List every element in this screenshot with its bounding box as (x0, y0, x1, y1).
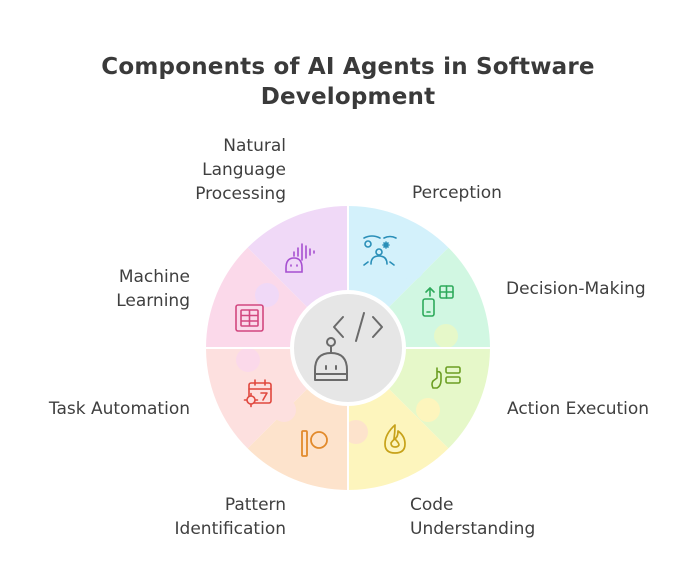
knob-nlp-to-ml (255, 283, 279, 307)
calendar-gear-icon (243, 379, 272, 408)
knob-ml-to-task (236, 348, 260, 372)
grid-table-icon (235, 304, 264, 332)
device-grid-icon (422, 285, 454, 317)
code-robot-icon (314, 312, 383, 381)
puzzle-pieces (206, 206, 490, 490)
fire-icon (384, 424, 406, 454)
label-decision-making: Decision-Making (506, 279, 646, 299)
piece-pattern-identification (247, 385, 348, 490)
knob-pattern-to-code (344, 420, 368, 444)
piece-action-execution (385, 348, 490, 449)
knob-perception-to-decision (400, 256, 424, 280)
robot-voice-icon (285, 243, 315, 273)
label-code-understanding: Code Understanding (410, 495, 536, 539)
label-action-execution: Action Execution (507, 399, 650, 419)
patreon-icon (301, 430, 328, 457)
piece-decision-making (385, 247, 490, 348)
label-task-automation: Task Automation (48, 399, 190, 419)
label-pattern-identification: Pattern Identification (174, 495, 286, 539)
page-title: Components of AI Agents in Software (101, 54, 595, 80)
label-perception: Perception (412, 183, 502, 203)
knob-code-to-action (416, 398, 440, 422)
knob-task-to-pattern (272, 398, 296, 422)
perception-sensor-icon (363, 235, 397, 266)
piece-code-understanding (348, 385, 449, 490)
piece-perception (348, 206, 449, 311)
label-natural-language-processing: Natural Language Processing (195, 136, 286, 204)
center-hub-inner (294, 294, 402, 402)
piece-task-automation (206, 348, 311, 449)
page-title-continued: Development (260, 84, 436, 110)
label-machine-learning: Machine Learning (116, 267, 190, 311)
knob-action-to-decision (434, 324, 458, 348)
gesture-list-icon (431, 366, 461, 389)
